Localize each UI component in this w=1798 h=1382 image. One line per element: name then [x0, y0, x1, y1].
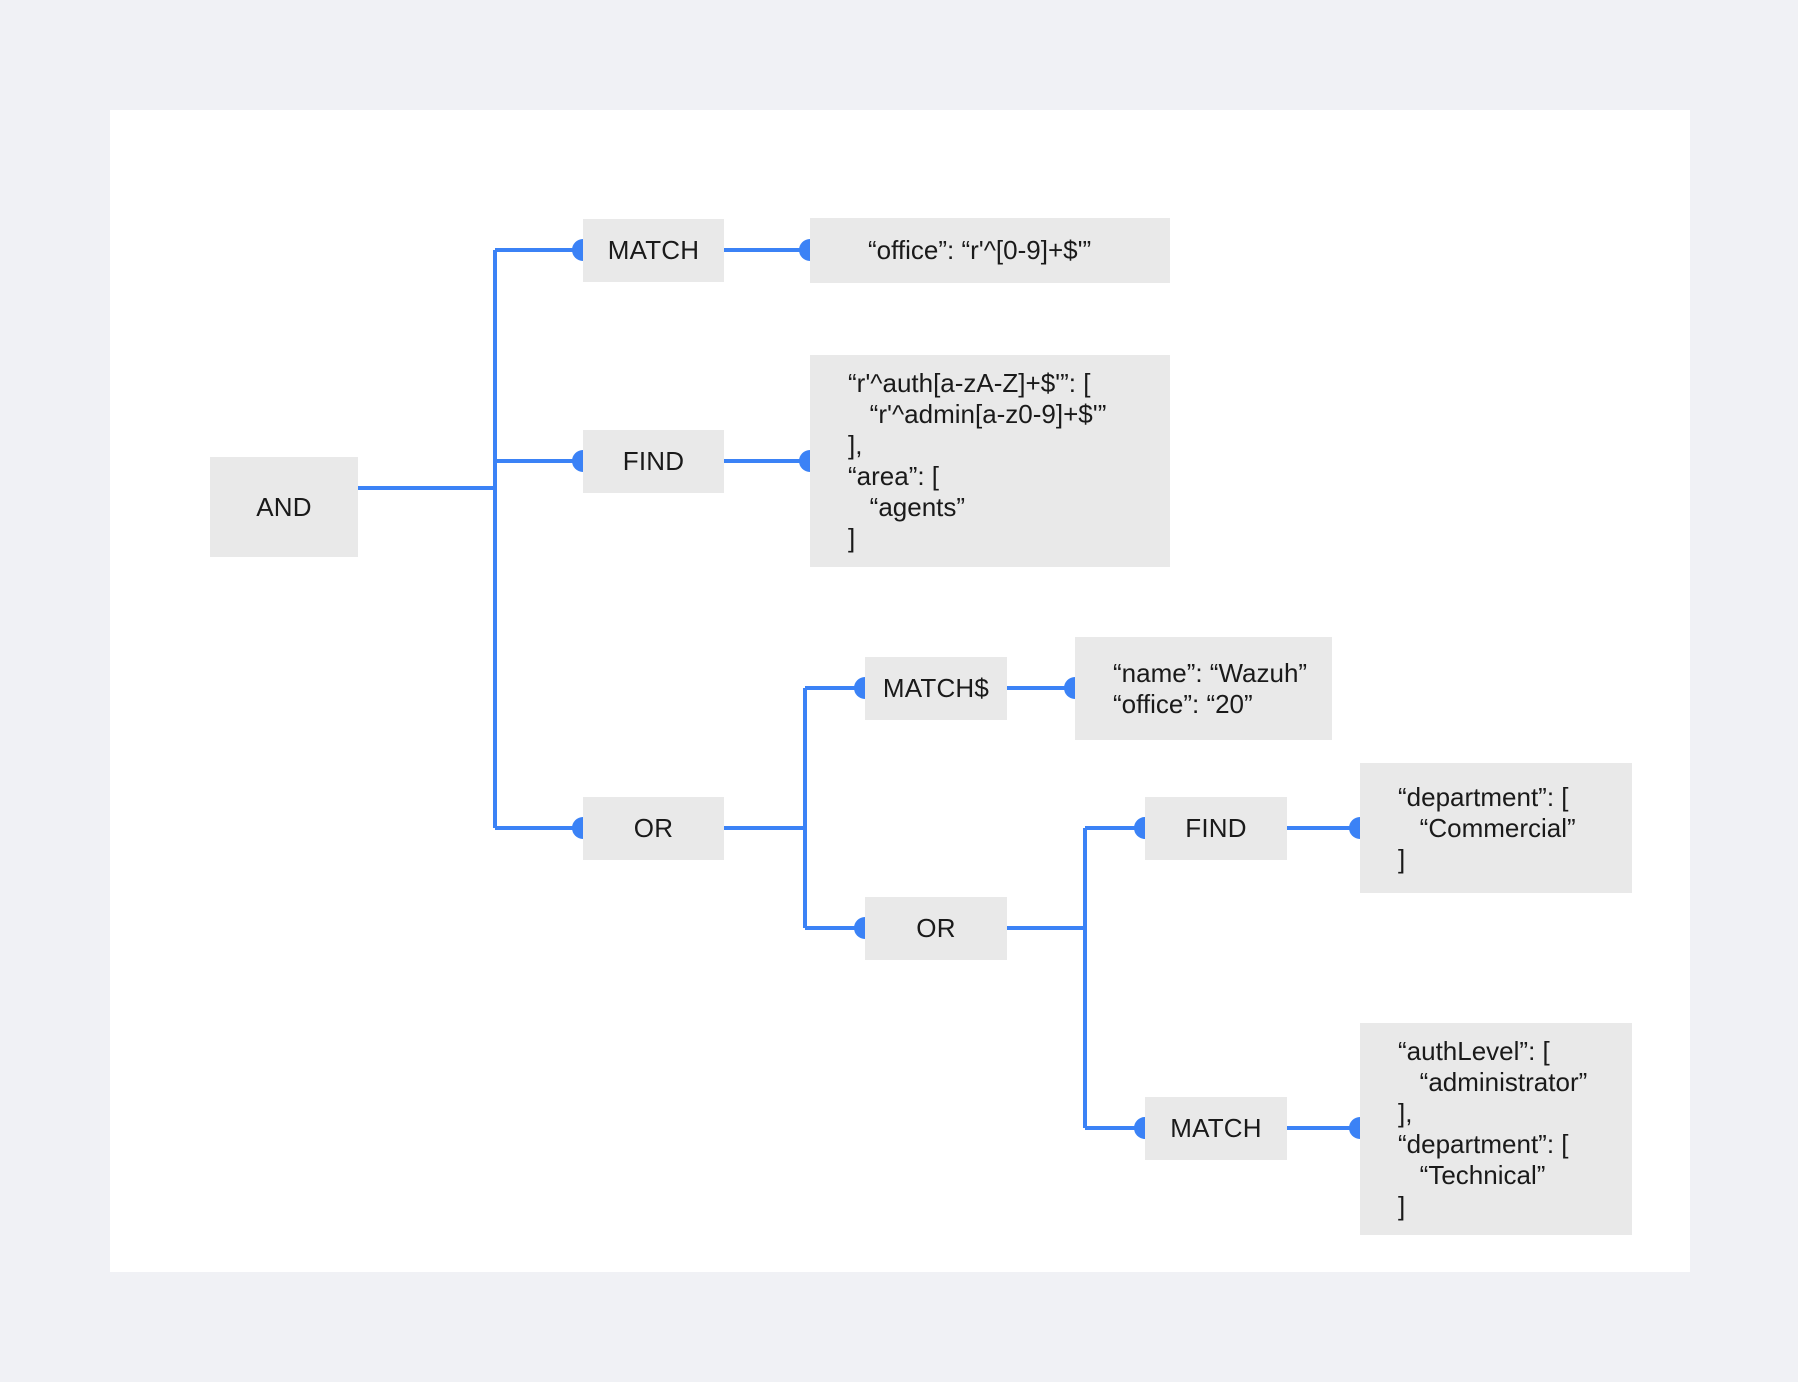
leaf-office-regex-text: “office”: “r'^[0-9]+$'” [868, 235, 1092, 265]
node-match-inner[interactable]: MATCH [1145, 1097, 1287, 1160]
leaf-auth-area-text: “r'^auth[a-zA-Z]+$'”: [ “r'^admin[a-z0-9… [848, 368, 1107, 553]
node-and-label: AND [256, 491, 312, 522]
node-match-inner-label: MATCH [1170, 1113, 1262, 1143]
node-find-mid-label: FIND [622, 446, 685, 476]
leaf-authlevel-department-text: “authLevel”: [ “administrator” ], “depar… [1398, 1036, 1588, 1221]
node-or-inner-label: OR [916, 913, 956, 943]
node-or-outer-label: OR [633, 813, 674, 843]
leaf-office-regex[interactable]: “office”: “r'^[0-9]+$'” [810, 218, 1170, 283]
leaf-authlevel-department[interactable]: “authLevel”: [ “administrator” ], “depar… [1360, 1023, 1632, 1235]
node-and[interactable]: AND [210, 457, 358, 557]
node-find-inner[interactable]: FIND [1145, 797, 1287, 860]
node-or-inner[interactable]: OR [865, 897, 1007, 960]
node-find-mid[interactable]: FIND [583, 430, 724, 493]
leaf-auth-area[interactable]: “r'^auth[a-zA-Z]+$'”: [ “r'^admin[a-z0-9… [810, 355, 1170, 567]
leaf-department-commercial-text: “department”: [ “Commercial” ] [1398, 781, 1576, 874]
leaf-name-office-text: “name”: “Wazuh” “office”: “20” [1113, 657, 1308, 719]
node-or-outer[interactable]: OR [583, 797, 724, 860]
node-match-top-label: MATCH [607, 235, 700, 265]
node-match-top[interactable]: MATCH [583, 219, 724, 282]
leaf-department-commercial[interactable]: “department”: [ “Commercial” ] [1360, 763, 1632, 893]
node-find-inner-label: FIND [1185, 813, 1247, 843]
leaf-name-office[interactable]: “name”: “Wazuh” “office”: “20” [1075, 637, 1332, 740]
node-match-dollar[interactable]: MATCH$ [865, 657, 1007, 720]
diagram-canvas: AND MATCH FIND OR MATCH$ OR FIND MATCH “… [110, 110, 1690, 1272]
node-match-dollar-label: MATCH$ [882, 673, 990, 703]
